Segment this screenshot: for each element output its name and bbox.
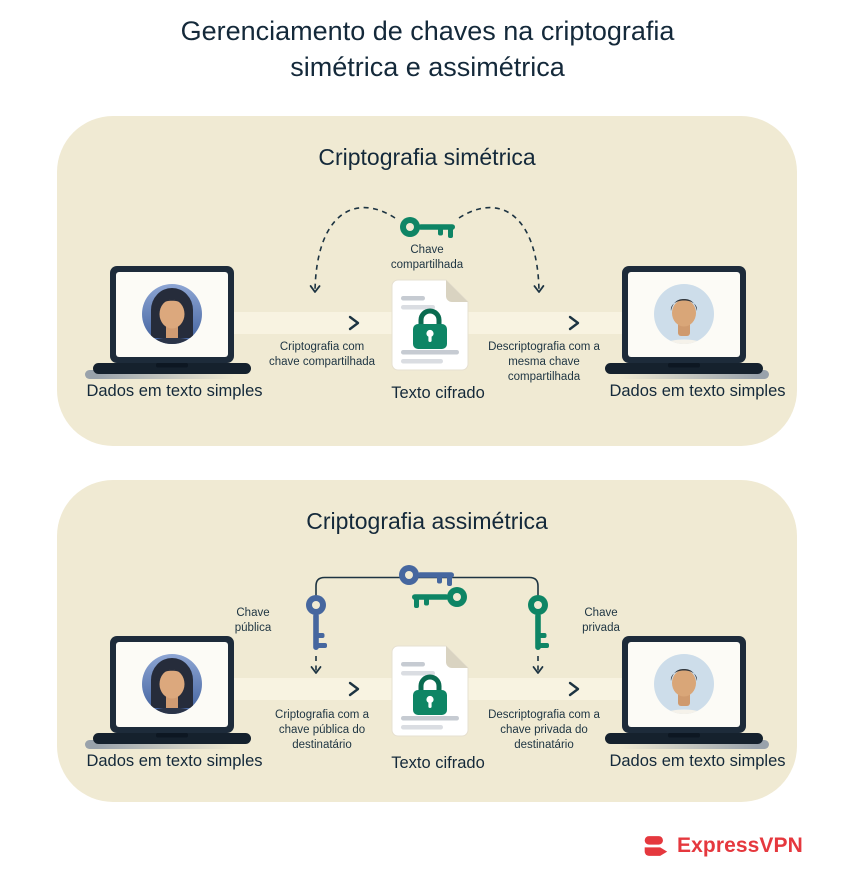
decrypt-arrow-label: Descriptografia com a chave privada do d… <box>488 709 600 752</box>
plaintext-label-right: Dados em texto simples <box>609 752 786 770</box>
public-key-icon <box>303 594 329 652</box>
chevron-right-icon <box>348 681 360 697</box>
panel-asymmetric: Criptografia assimétrica Chave pública C… <box>57 480 797 802</box>
expressvpn-brand-text: ExpressVPN <box>677 834 803 857</box>
sender-laptop-woman-avatar-icon <box>93 636 251 748</box>
desk-shadow-left <box>85 740 235 749</box>
plaintext-label-right: Dados em texto simples <box>609 382 786 400</box>
receiver-laptop-man-avatar-icon <box>605 636 763 748</box>
chevron-right-icon <box>348 315 360 331</box>
receiver-laptop-man-avatar-icon <box>605 266 763 378</box>
expressvpn-logo-icon <box>640 831 670 861</box>
desk-shadow-left <box>85 370 235 379</box>
sender-laptop-woman-avatar-icon <box>93 266 251 378</box>
public-key-label: Chave pública <box>234 607 272 635</box>
ciphertext-document-lock-icon <box>384 276 476 374</box>
private-key-icon <box>525 594 551 652</box>
desk-shadow-right <box>619 740 769 749</box>
plaintext-label-left: Dados em texto simples <box>86 382 263 400</box>
chevron-right-icon <box>568 681 580 697</box>
ciphertext-label: Texto cifrado <box>391 754 485 772</box>
encrypt-arrow-label: Criptografia com a chave pública do dest… <box>275 709 369 752</box>
shared-key-icon <box>399 214 457 240</box>
decrypt-arrow-label: Descriptografia com a mesma chave compar… <box>488 341 600 384</box>
chevron-right-icon <box>568 315 580 331</box>
panel-symmetric-title: Criptografia simétrica <box>318 144 536 170</box>
ciphertext-label: Texto cifrado <box>391 384 485 402</box>
desk-shadow-right <box>619 370 769 379</box>
encrypt-arrow-label: Criptografia com chave compartilhada <box>268 341 376 369</box>
infographic-title: Gerenciamento de chaves na criptografia … <box>180 16 675 82</box>
expressvpn-logo: ExpressVPN <box>640 831 803 861</box>
key-pair-private-key-icon <box>410 584 468 610</box>
private-key-label: Chave privada <box>582 607 620 635</box>
plaintext-label-left: Dados em texto simples <box>86 752 263 770</box>
shared-key-label: Chave compartilhada <box>390 244 464 272</box>
panel-symmetric: Criptografia simétrica Chave compartilha… <box>57 116 797 446</box>
ciphertext-document-lock-icon <box>384 642 476 740</box>
panel-asymmetric-title: Criptografia assimétrica <box>306 508 548 534</box>
